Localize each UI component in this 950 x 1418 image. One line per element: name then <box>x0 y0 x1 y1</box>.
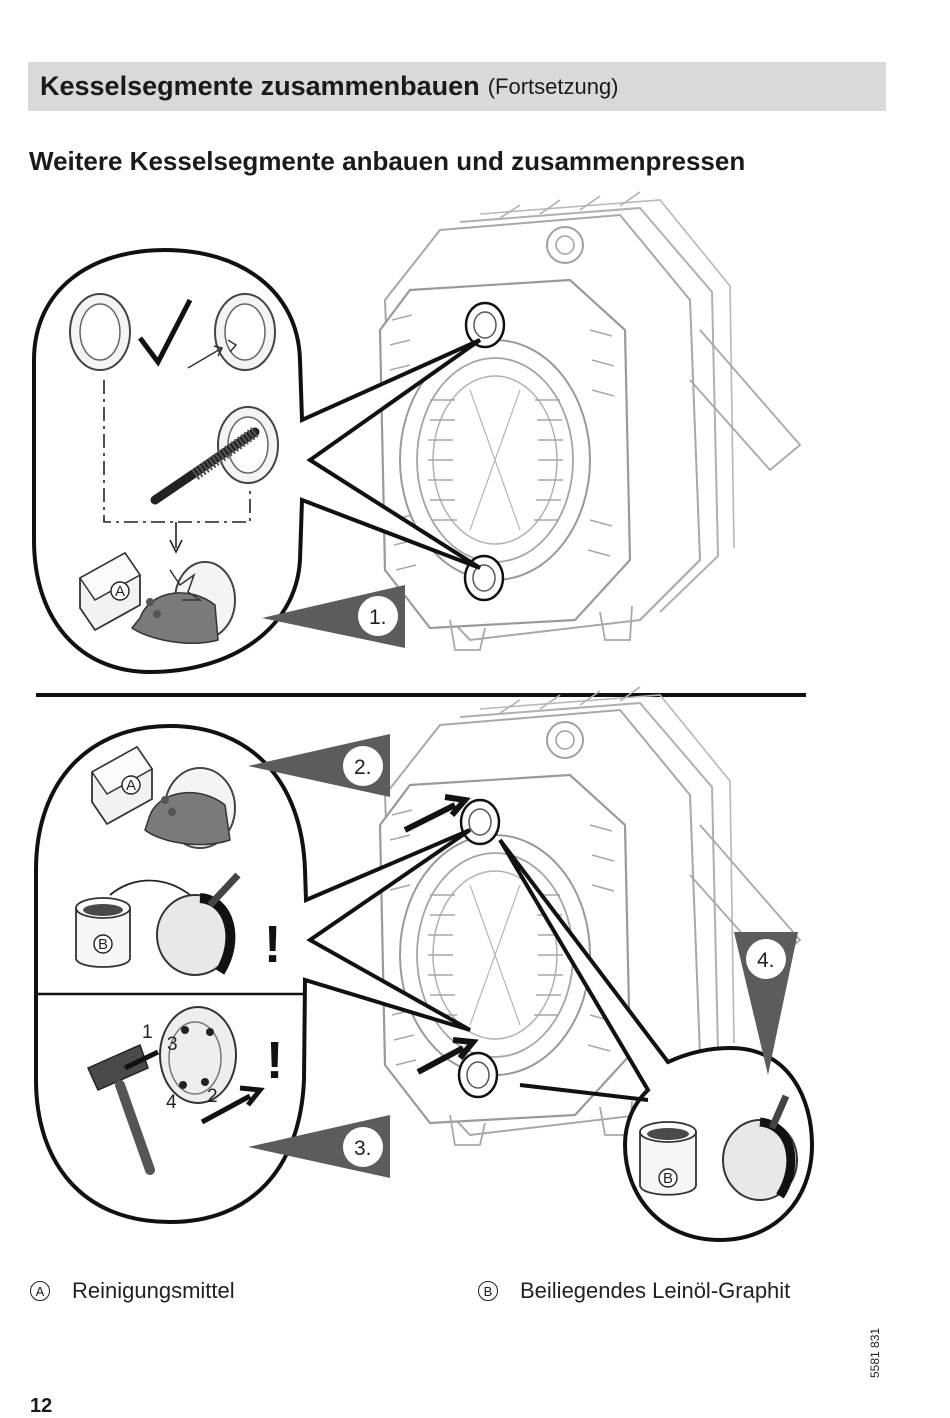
grease-can-icon-2: B <box>639 1121 697 1196</box>
arrow-icon <box>187 345 224 369</box>
ring-damaged-icon <box>214 293 276 371</box>
ring-clean-icon <box>69 293 131 371</box>
page-number: 12 <box>30 1395 53 1417</box>
press-arrow-upper <box>403 794 471 833</box>
legend-circle-b: B <box>478 1281 498 1301</box>
callout-a-2: A <box>126 777 136 794</box>
legend-circle-a: A <box>30 1281 50 1301</box>
press-arrow-lower <box>416 1037 479 1075</box>
boiler-drawing-top <box>378 190 802 652</box>
step-2-label: 2. <box>354 756 372 779</box>
nipple-grease-icon <box>156 872 241 976</box>
checkmark-icon <box>138 298 193 367</box>
sequence-number-1: 1 <box>142 1022 153 1043</box>
step-3-label: 3. <box>354 1137 372 1160</box>
cleaner-box-icon: A <box>78 551 142 632</box>
document-number: 5581 831 <box>868 1327 882 1378</box>
cleaning-cloth-icon <box>130 561 236 644</box>
header-subtitle: (Fortsetzung) <box>487 73 619 99</box>
cleaning-cloth-icon-2 <box>144 767 236 849</box>
step-1-label: 1. <box>369 606 387 629</box>
sequence-number-4: 4 <box>166 1092 177 1113</box>
cleaner-box-icon-2: A <box>90 745 154 826</box>
header-bar: Kesselsegmente zusammenbauen (Fortsetzun… <box>28 62 886 111</box>
legend-item-a: A Reinigungsmittel <box>30 1278 235 1304</box>
nipple-hammer-target-icon <box>159 1006 237 1104</box>
wire-brush-icon <box>150 406 279 505</box>
dashed-flow-line <box>103 380 251 523</box>
legend-item-b: B Beiliegendes Leinöl-Graphit <box>478 1278 790 1304</box>
header-title: Kesselsegmente zusammenbauen <box>40 71 480 101</box>
hammer-icon <box>87 1043 155 1175</box>
callout-a: A <box>115 583 125 600</box>
warning-exclamation-1: ! <box>264 916 281 974</box>
legend-text-b: Beiliegendes Leinöl-Graphit <box>520 1278 791 1303</box>
callout-b-2: B <box>663 1170 673 1187</box>
sequence-number-3: 3 <box>167 1034 178 1055</box>
section-title: Weitere Kesselsegmente anbauen und zusam… <box>29 146 746 176</box>
step-4-label: 4. <box>757 949 775 972</box>
nipple-grease-icon-2 <box>722 1094 798 1201</box>
warning-exclamation-2: ! <box>266 1032 283 1090</box>
legend-text-a: Reinigungsmittel <box>72 1278 235 1303</box>
upper-port-ring <box>464 301 506 349</box>
callout-b: B <box>98 936 108 953</box>
sequence-number-2: 2 <box>207 1086 218 1107</box>
grease-can-icon: B <box>75 897 131 968</box>
insert-arrow-icon <box>200 1085 265 1125</box>
